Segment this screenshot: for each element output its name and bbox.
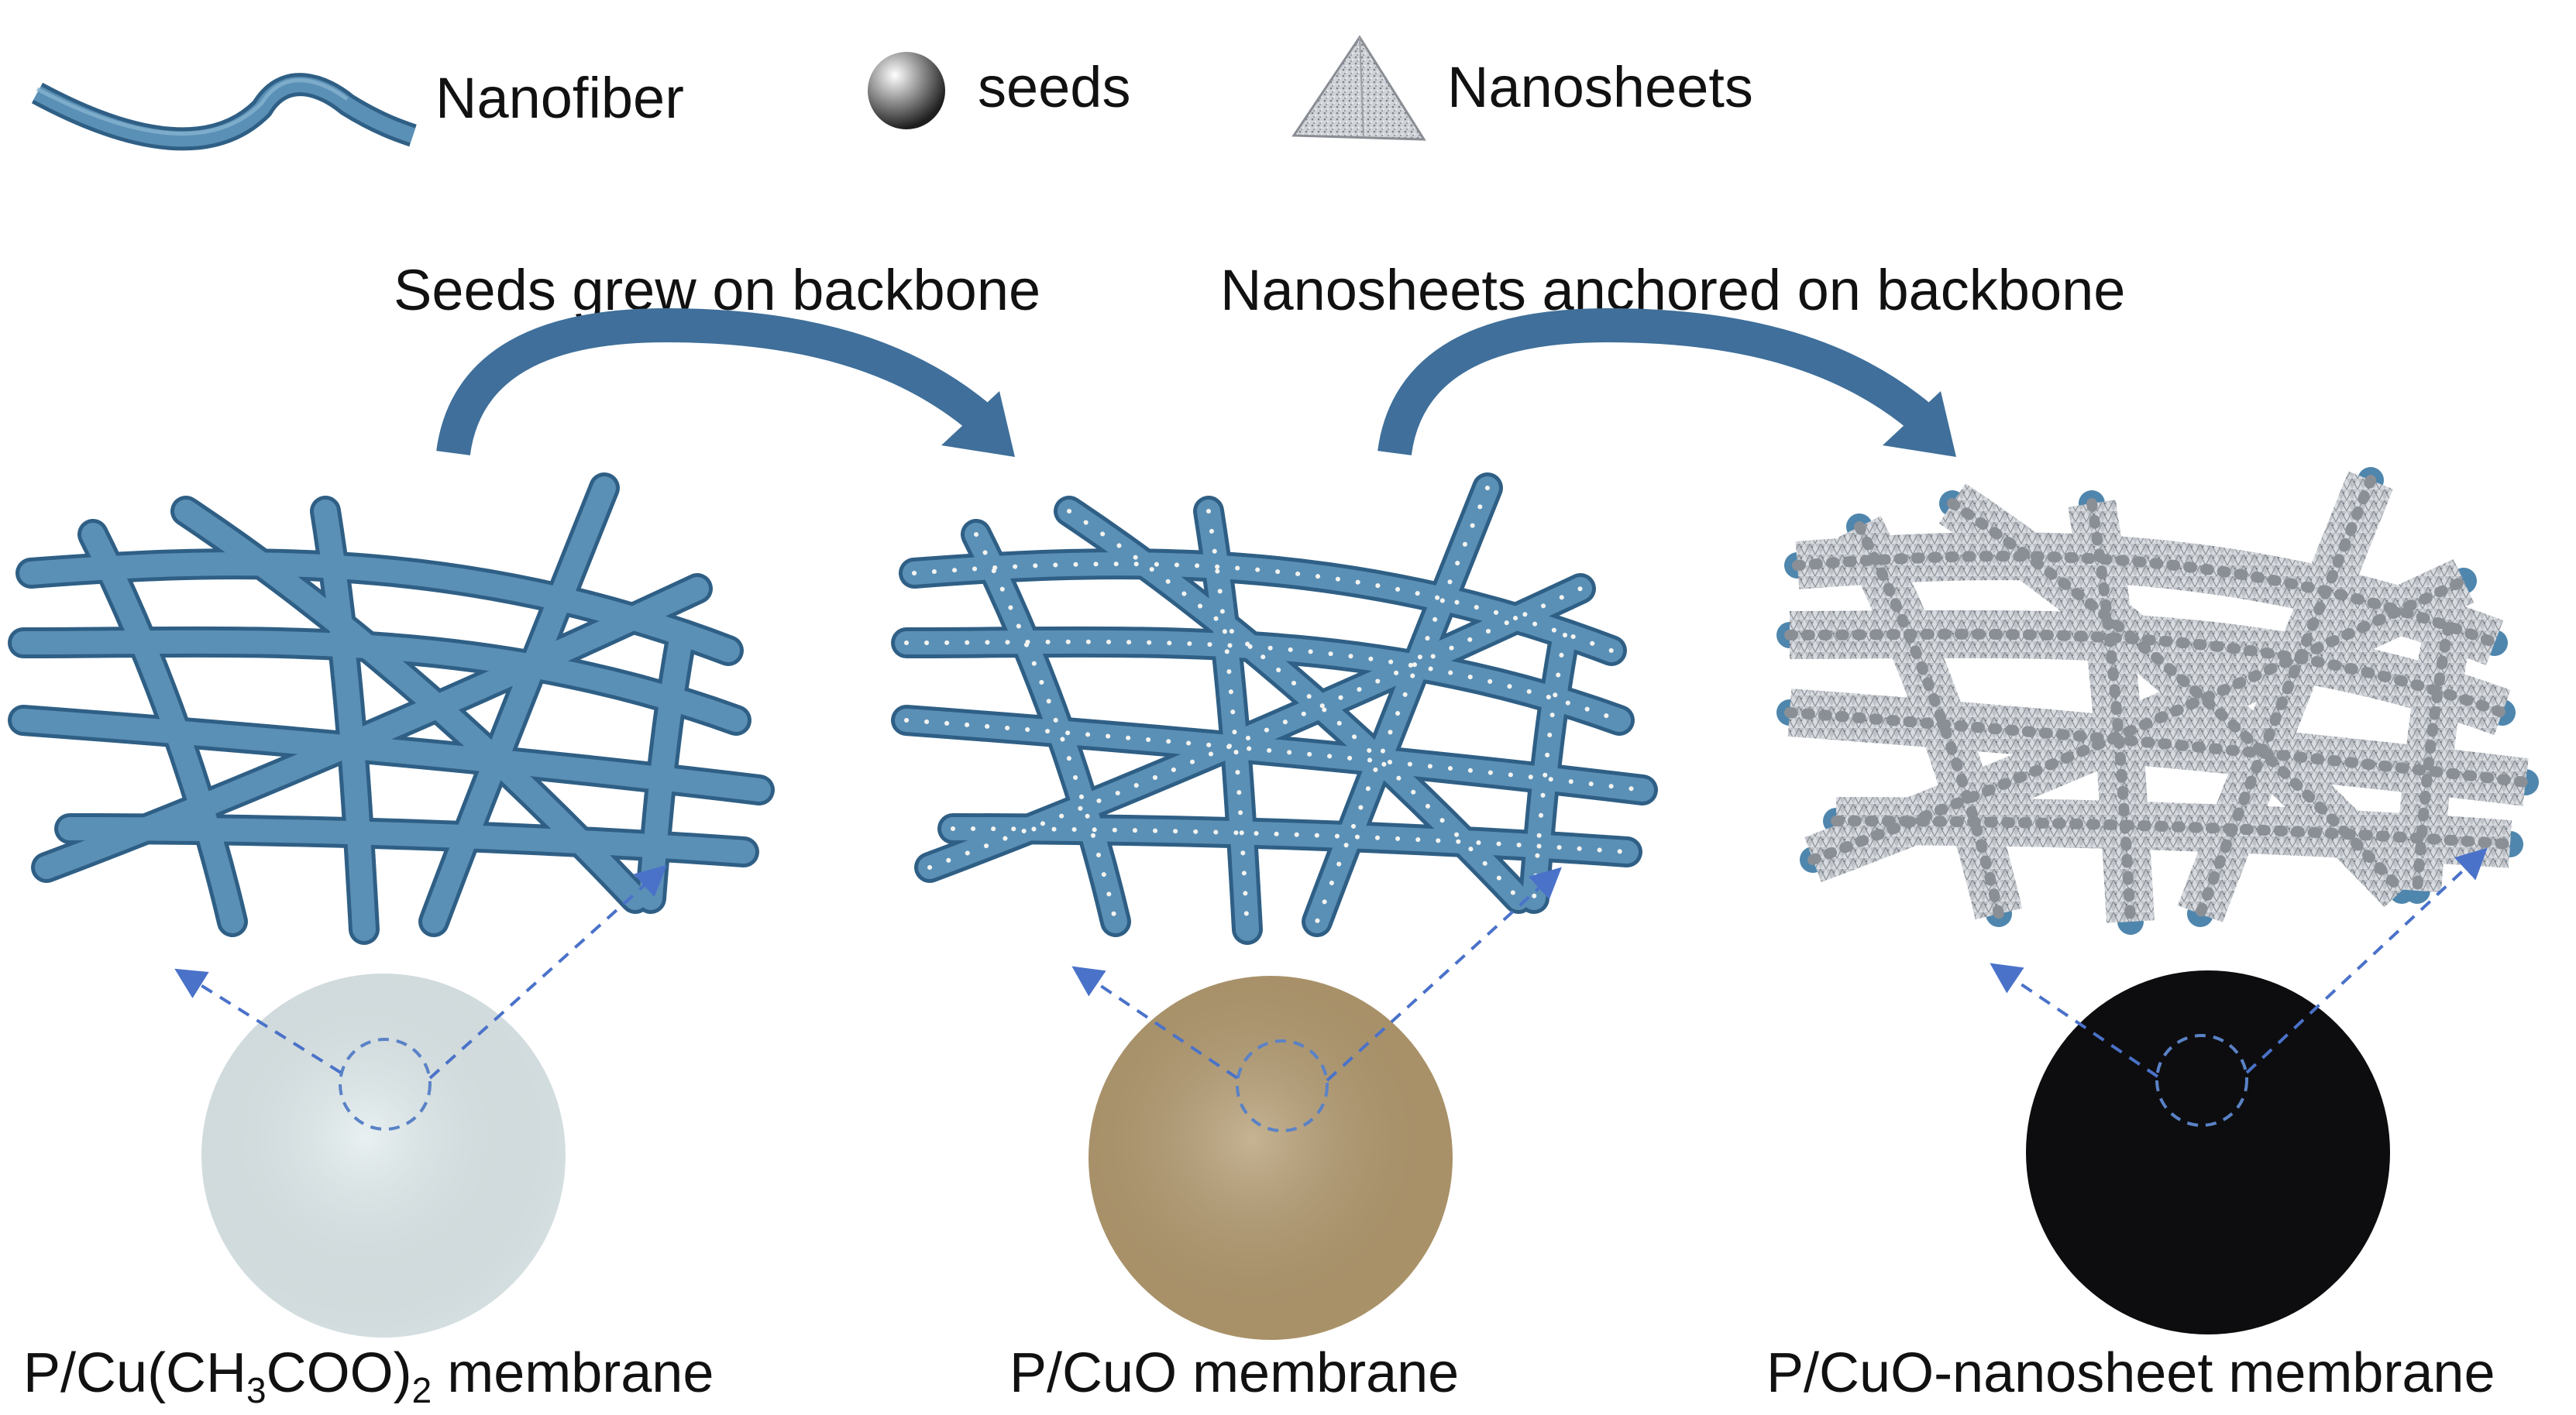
seed-icon: [868, 52, 945, 129]
zoom-arrow-3-left: [1990, 963, 2159, 1078]
nanofiber-legend-label: Nanofiber: [435, 66, 684, 130]
zoom-arrow-1-left: [174, 968, 342, 1074]
nanosheets-legend-label: Nanosheets: [1447, 55, 1753, 119]
membrane-caption-1: P/Cu(CH3COO)2 membrane: [23, 1342, 714, 1410]
fiber-network-nanosheet: [1776, 467, 2539, 935]
fiber-network-seeded: [891, 472, 1658, 945]
fiber-network-plain: [8, 472, 775, 945]
membrane-photo-3: [2026, 970, 2390, 1334]
step1-arrow: [436, 307, 1015, 457]
step2-label: Nanosheets anchored on backbone: [1220, 258, 2126, 322]
seeds-legend-label: seeds: [978, 55, 1131, 119]
zoom-arrow-3-right: [2245, 847, 2488, 1074]
nanofiber-icon: [31, 73, 417, 151]
nanosheet-icon: [1291, 35, 1426, 141]
membrane-caption-2: P/CuO membrane: [1009, 1342, 1460, 1404]
membrane-caption-3: P/CuO-nanosheet membrane: [1766, 1342, 2495, 1404]
zoom-circle-3: [2155, 1034, 2248, 1127]
zoom-arrow-2-right: [1326, 867, 1562, 1082]
step2-arrow: [1377, 307, 1956, 457]
zoom-arrow-2-left: [1071, 966, 1239, 1080]
zoom-circle-1: [339, 1038, 432, 1131]
step1-label: Seeds grew on backbone: [394, 258, 1041, 322]
zoom-arrow-1-right: [428, 864, 667, 1080]
zoom-circle-2: [1236, 1039, 1329, 1132]
